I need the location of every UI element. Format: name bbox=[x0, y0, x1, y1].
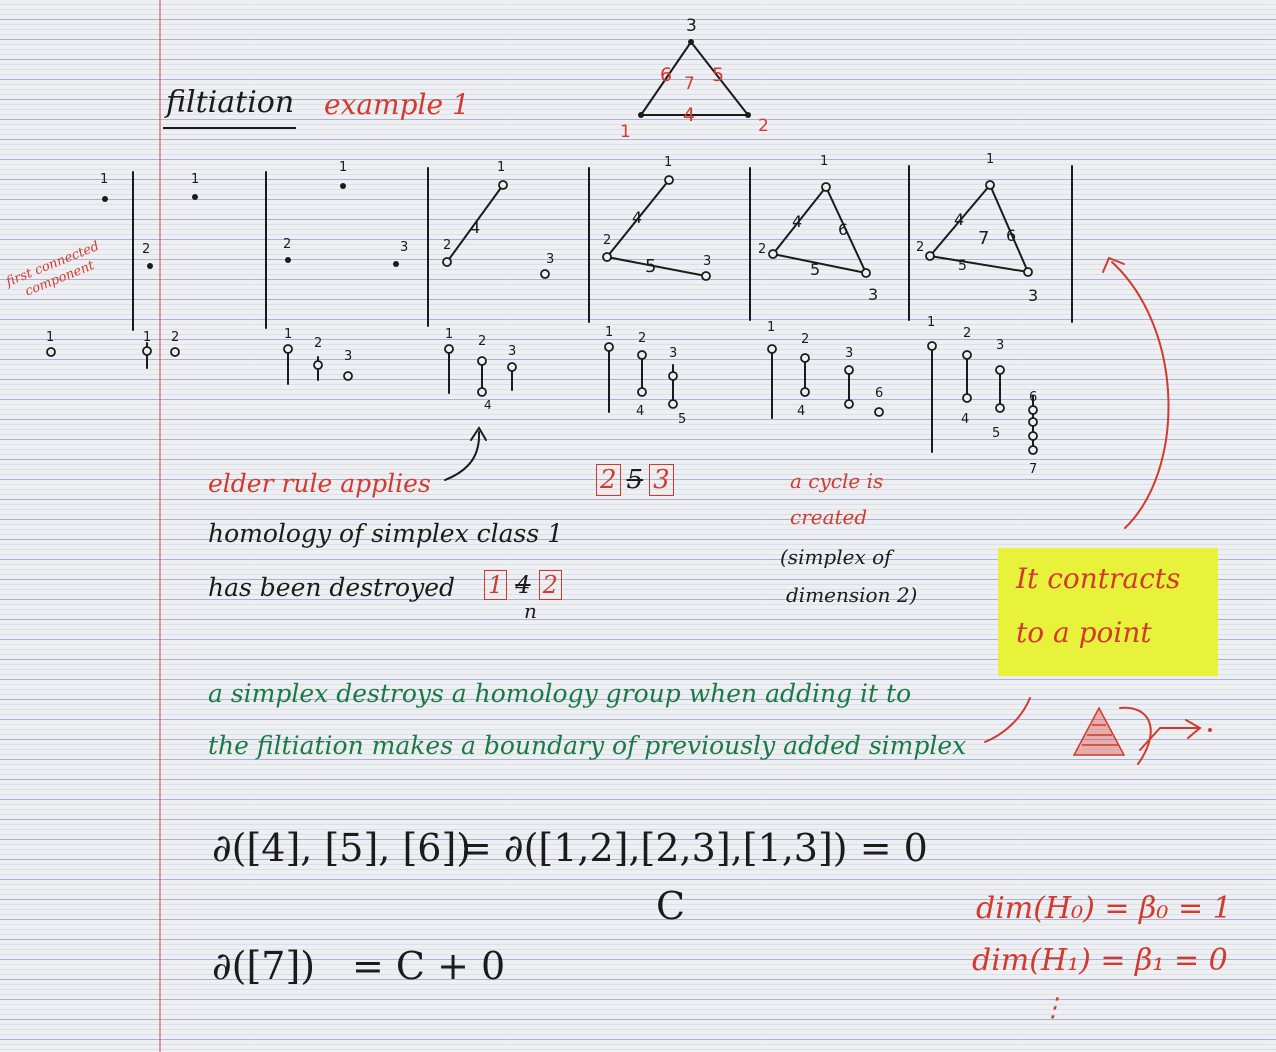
contracts-line1: It contracts bbox=[1016, 562, 1181, 595]
connector-line bbox=[984, 697, 1031, 743]
betti-line2: dim(H₁) = β₁ = 0 bbox=[972, 943, 1228, 978]
tri-edge-6 bbox=[640, 41, 692, 116]
cycle-note-line2: created bbox=[790, 505, 868, 529]
contract-arrowhead bbox=[1185, 719, 1202, 739]
equation-2-lhs: ∂([7]) bbox=[212, 944, 316, 988]
stage6-triangle bbox=[929, 183, 1030, 274]
elder-under: n bbox=[524, 599, 537, 623]
contract-arrow-tail bbox=[1139, 727, 1201, 751]
contract-arrow bbox=[1119, 706, 1152, 765]
elder-arrow bbox=[444, 431, 481, 481]
tri-label-2: 2 bbox=[758, 116, 769, 136]
elder-arrowhead bbox=[470, 426, 487, 441]
tri-label-1: 1 bbox=[620, 122, 631, 142]
contracts-line2: to a point bbox=[1016, 616, 1152, 649]
shaded-triangle bbox=[1072, 706, 1126, 756]
elder-rule-title: elder rule applies bbox=[208, 469, 431, 498]
stage4-edge-4 bbox=[606, 179, 670, 258]
cycle-note-line4: dimension 2) bbox=[786, 583, 918, 607]
big-arc-arrow bbox=[1111, 261, 1170, 529]
stage5-triangle bbox=[772, 185, 868, 275]
tri-label-6: 6 bbox=[660, 64, 673, 86]
tri-label-7: 7 bbox=[684, 74, 695, 94]
green-note-line2: the filtiation makes a boundary of previ… bbox=[208, 731, 967, 760]
elder-rule-line3: has been destroyed bbox=[208, 573, 456, 602]
elder-rule-line2: homology of simplex class 1 bbox=[208, 519, 564, 548]
green-note-line1: a simplex destroys a homology group when… bbox=[208, 679, 912, 708]
betti-ellipsis: ⋮ bbox=[1040, 993, 1066, 1023]
cycle-note-line1: a cycle is bbox=[790, 469, 884, 493]
equation-1-lhs: ∂([4], [5], [6]) bbox=[212, 826, 472, 870]
tri-label-5: 5 bbox=[712, 64, 725, 86]
tri-edge-5 bbox=[690, 41, 749, 116]
tri-label-3: 3 bbox=[686, 16, 697, 36]
equation-1-under: C bbox=[656, 884, 686, 928]
equation-1-rhs: = ∂([1,2],[2,3],[1,3]) = 0 bbox=[460, 826, 928, 870]
big-arc-arrowhead bbox=[1102, 256, 1125, 273]
betti-line1: dim(H₀) = β₀ = 1 bbox=[976, 891, 1232, 926]
stage3-edge-4 bbox=[446, 184, 504, 263]
equation-2-rhs: = C + 0 bbox=[352, 944, 506, 988]
stage4-edge-5 bbox=[606, 256, 707, 277]
barcode-first-index: 1 bbox=[46, 330, 55, 345]
highlight-marker bbox=[998, 548, 1218, 676]
page-title: filtiation bbox=[166, 85, 295, 120]
tri-label-4: 4 bbox=[683, 104, 696, 126]
page-subtitle: example 1 bbox=[324, 88, 470, 121]
cycle-note-line3: (simplex of bbox=[780, 545, 892, 569]
